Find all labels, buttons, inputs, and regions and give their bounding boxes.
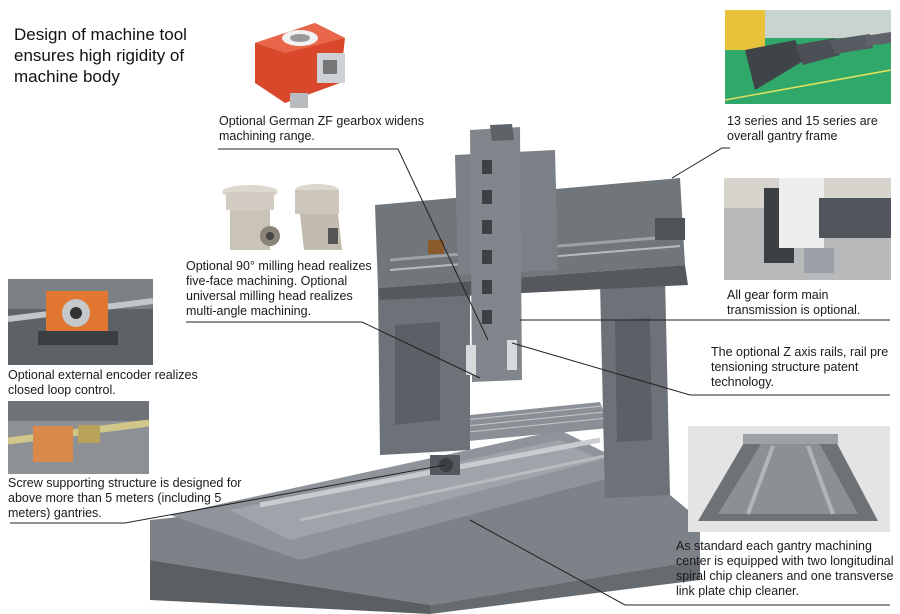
callout-gear-transmission: All gear form main transmission is optio… [727,288,861,317]
callout-milling-head: Optional 90° milling head realizes five-… [186,259,372,318]
page-title: Design of machine tool ensures high rigi… [14,25,187,86]
callout-gearbox: Optional German ZF gearbox widens machin… [219,114,424,143]
chip-cleaner-photo [688,426,890,532]
gear-transmission-photo [724,178,891,280]
screw-support-photo [8,401,149,474]
callout-chip-cleaners: As standard each gantry machining center… [676,539,894,598]
callout-gantry-frame: 13 series and 15 series are overall gant… [727,114,878,143]
callout-z-axis: The optional Z axis rails, rail pre tens… [711,345,889,389]
callout-encoder: Optional external encoder realizes close… [8,368,198,397]
gearbox-photo [255,23,345,108]
callout-screw-support: Screw supporting structure is designed f… [8,476,242,520]
encoder-photo [8,279,153,365]
gantry-frame-photo [725,10,891,104]
milling-head-photo [222,184,342,250]
